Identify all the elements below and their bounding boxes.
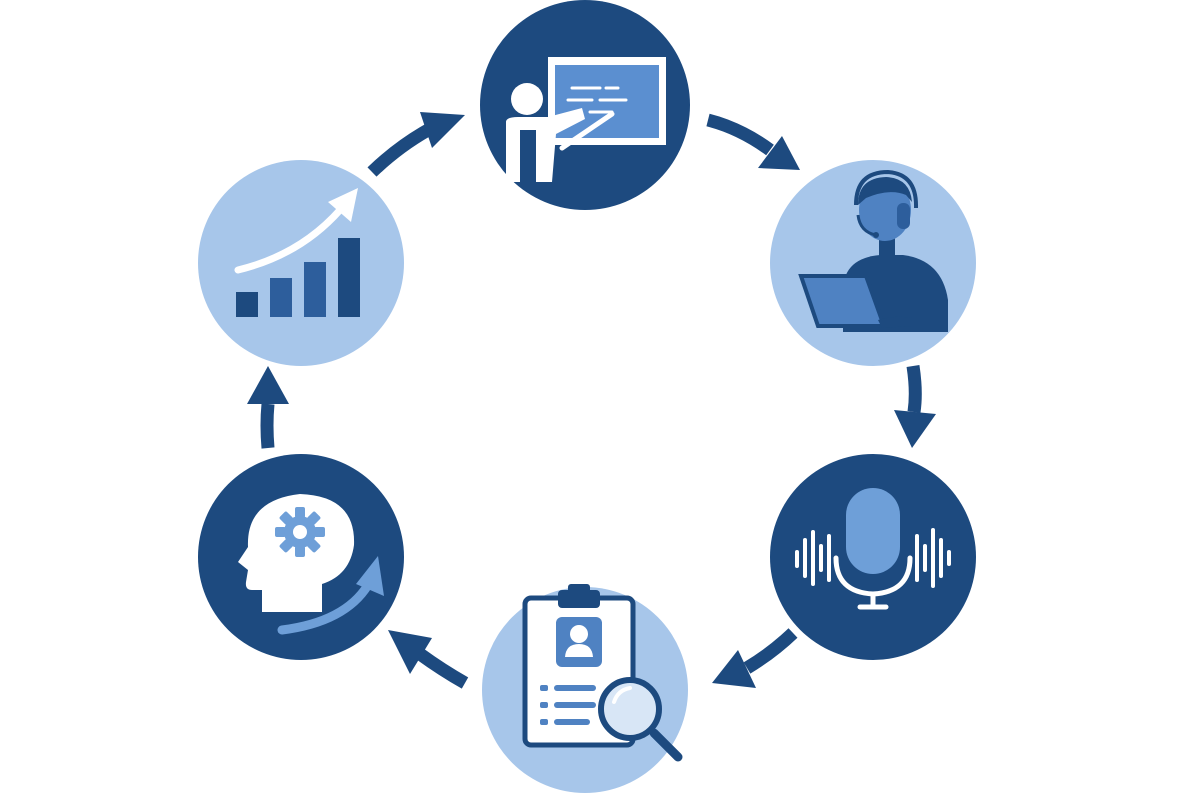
bar-chart-rising-arrow-icon	[234, 188, 360, 317]
node-growth	[198, 160, 404, 366]
arrow-support-to-voice	[894, 365, 936, 448]
clipboard-profile-magnifier-icon	[522, 584, 683, 762]
arrow-growth-to-training	[367, 112, 465, 177]
node-review	[482, 584, 688, 793]
presenter-whiteboard-icon	[506, 57, 666, 182]
headset-agent-laptop-icon	[798, 169, 948, 332]
arrow-learning-to-growth	[247, 366, 289, 449]
arrow-voice-to-review	[712, 628, 798, 688]
node-support	[770, 160, 976, 366]
arrow-review-to-learning	[388, 630, 469, 689]
microphone-soundwave-icon	[795, 488, 951, 610]
cycle-arrows	[247, 112, 936, 689]
arrow-training-to-support	[706, 113, 800, 170]
node-training	[480, 0, 690, 210]
node-voice	[770, 454, 976, 660]
head-gear-growth-arrow-icon	[238, 494, 384, 635]
gear-icon	[275, 507, 325, 557]
node-learning	[198, 454, 404, 660]
